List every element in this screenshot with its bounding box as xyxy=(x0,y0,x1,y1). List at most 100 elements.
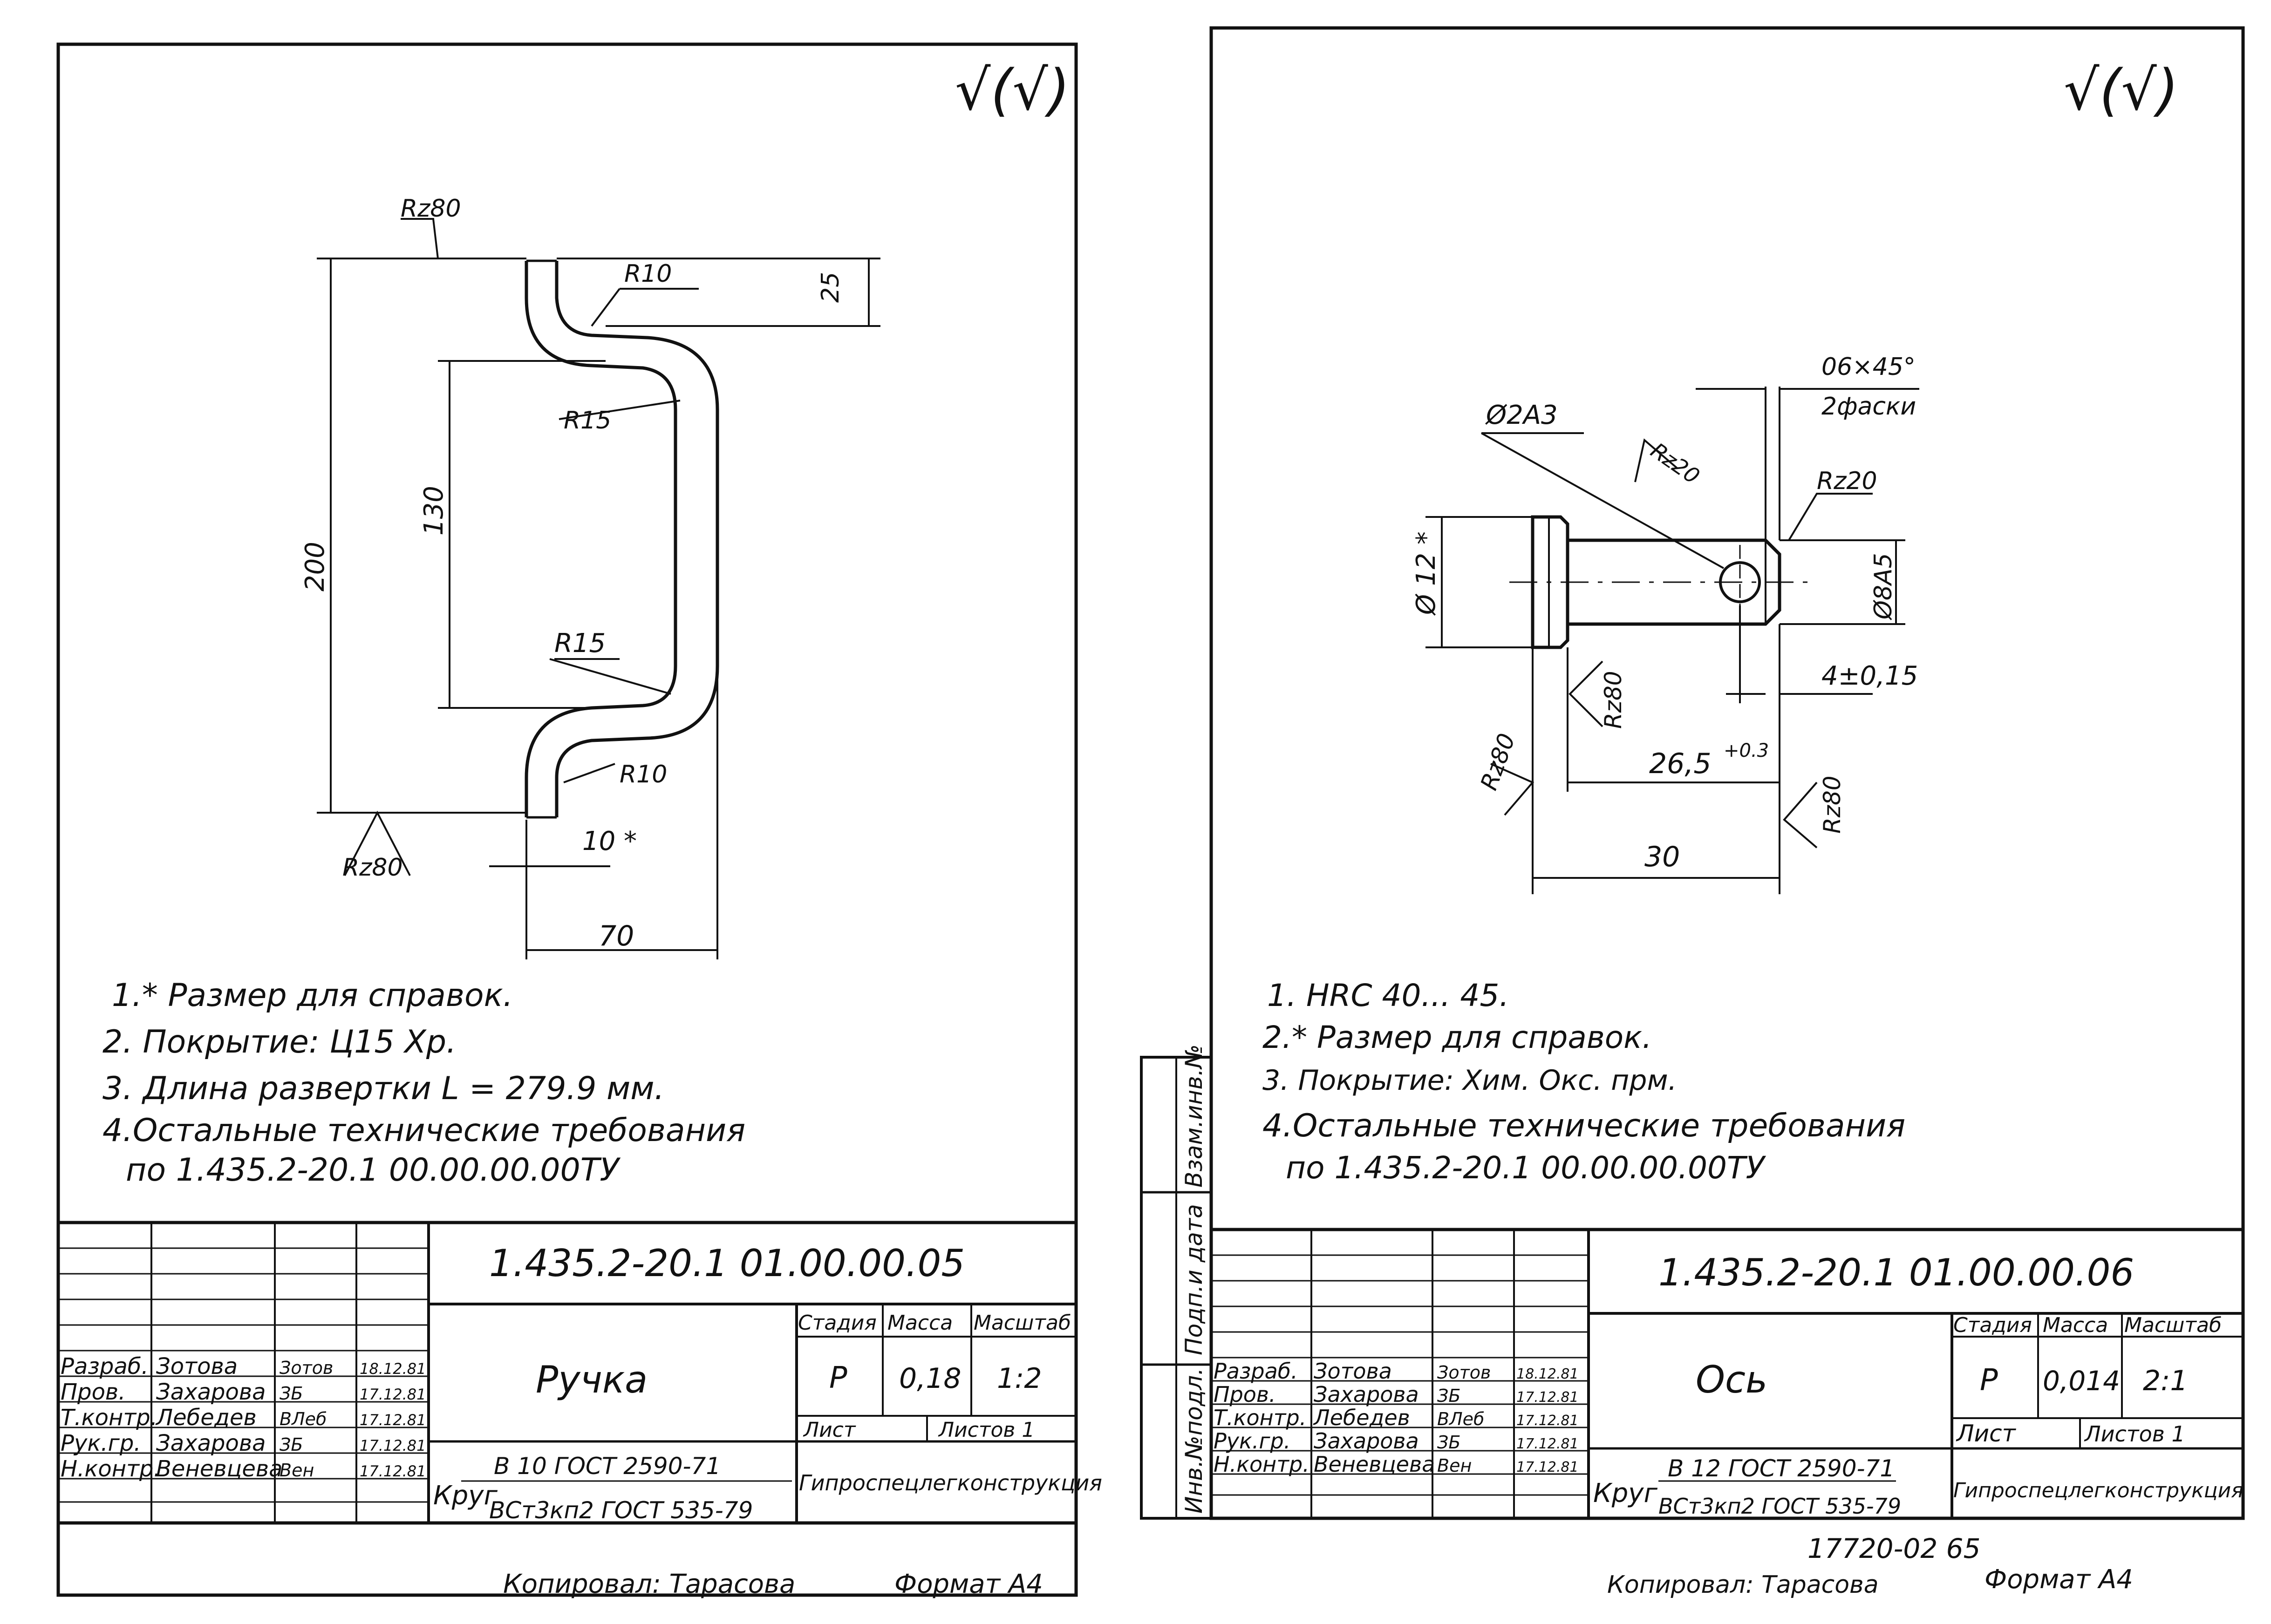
axle-dimensions xyxy=(1425,387,1919,894)
right-value-stage: Р xyxy=(1980,1363,1998,1398)
dim-r10-bottom: R10 xyxy=(620,761,667,788)
left-value-stage: Р xyxy=(829,1361,847,1395)
rz-top-mark xyxy=(401,218,439,259)
right-designation: 1.435.2-20.1 01.00.00.06 xyxy=(1658,1251,2134,1294)
right-role-5: Н.контр. xyxy=(1214,1452,1309,1477)
dim-d12: Ø 12 * xyxy=(1411,531,1441,616)
right-part-name: Ось xyxy=(1696,1358,1767,1401)
right-header-sheets: Листов 1 xyxy=(2084,1421,2185,1447)
left-value-mass: 0,18 xyxy=(899,1362,962,1395)
dim-rz-top: Rz80 xyxy=(401,195,461,223)
left-role-3: Т.контр. xyxy=(61,1405,157,1431)
right-sign-4: ЗБ xyxy=(1437,1432,1460,1453)
left-sign-3: ВЛеб xyxy=(280,1409,327,1429)
left-title-block xyxy=(56,1221,1078,1525)
leader-r10-bottom xyxy=(563,763,615,783)
right-header-sheet: Лист xyxy=(1956,1420,2017,1447)
left-part-name: Ручка xyxy=(536,1358,648,1401)
left-role-2: Пров. xyxy=(61,1379,125,1405)
leader-r15-bottom xyxy=(549,658,671,695)
left-sign-5: Вен xyxy=(280,1460,314,1481)
dim-26-5: 26,5 xyxy=(1649,747,1712,780)
right-sign-5: Вен xyxy=(1437,1455,1472,1476)
right-material-top: В 12 ГОСТ 2590-71 xyxy=(1668,1455,1895,1482)
right-role-1: Разраб. xyxy=(1214,1359,1298,1384)
left-roughness-symbol: √(√) xyxy=(955,58,1070,123)
left-name-2: Захарова xyxy=(156,1379,266,1405)
left-name-3: Лебедев xyxy=(155,1405,257,1431)
left-date-3: 17.12.81 xyxy=(360,1411,426,1429)
left-role-4: Рук.гр. xyxy=(61,1430,141,1456)
right-role-4: Рук.гр. xyxy=(1214,1428,1290,1454)
handle-part xyxy=(525,259,719,819)
right-note-3: 3. Покрытие: Хим. Окс. прм. xyxy=(1262,1064,1677,1097)
left-name-1: Зотова xyxy=(156,1353,238,1379)
dim-rz80-c: Rz80 xyxy=(1819,775,1846,834)
side-label-replaced-inv: Взам.инв.№ xyxy=(1180,1044,1207,1188)
right-value-mass: 0,014 xyxy=(2043,1365,2120,1397)
right-header-stage: Стадия xyxy=(1953,1313,2032,1337)
dim-rz20-leader: Rz20 xyxy=(1646,438,1705,489)
right-name-1: Зотова xyxy=(1314,1359,1392,1384)
left-date-1: 18.12.81 xyxy=(360,1360,426,1378)
left-note-4: 4.Остальные технические требования xyxy=(102,1112,745,1149)
left-name-4: Захарова xyxy=(156,1430,266,1456)
dim-r15-bottom: R15 xyxy=(554,628,606,659)
right-copied-by: Копировал: Тарасова xyxy=(1607,1571,1879,1599)
dim-d8: Ø8А5 xyxy=(1869,553,1897,620)
side-label-original-inv: Инв.№подл. xyxy=(1180,1368,1207,1514)
left-material-prefix: Круг xyxy=(433,1481,498,1511)
dim-rz-bottom: Rz80 xyxy=(342,854,403,882)
dim-chamfer-note: 2фаски xyxy=(1821,393,1916,421)
dim-10: 10 * xyxy=(582,826,637,856)
right-note-1: 1. HRC 40... 45. xyxy=(1267,978,1509,1013)
dim-4: 4±0,15 xyxy=(1821,661,1918,691)
right-note-5: по 1.435.2-20.1 00.00.00.00ТУ xyxy=(1286,1150,1766,1186)
right-date-3: 17.12.81 xyxy=(1516,1413,1579,1429)
right-title-block xyxy=(1209,1228,2245,1520)
handle-dimensions xyxy=(317,218,880,959)
left-copied-by: Копировал: Тарасова xyxy=(503,1569,795,1599)
rz-bottom-mark xyxy=(344,810,411,876)
left-format: Формат А4 xyxy=(894,1569,1043,1599)
left-role-1: Разраб. xyxy=(61,1353,149,1379)
left-people-rows: Разраб. Зотова Зотов 18.12.81 Пров. Заха… xyxy=(61,1353,426,1482)
dim-rz80-a: Rz80 xyxy=(1600,671,1627,729)
left-sign-4: ЗБ xyxy=(280,1434,303,1455)
dim-25: 25 xyxy=(817,272,845,303)
dim-rz20: Rz20 xyxy=(1817,467,1877,495)
dim-chamfer: 06×45° xyxy=(1821,353,1916,381)
right-sign-1: Зотов xyxy=(1437,1362,1491,1383)
right-roughness-symbol: √(√) xyxy=(2064,58,2179,123)
left-value-scale: 1:2 xyxy=(997,1362,1042,1395)
right-role-2: Пров. xyxy=(1214,1382,1276,1407)
right-material-prefix: Круг xyxy=(1593,1478,1657,1508)
left-note-1: 1.* Размер для справок. xyxy=(112,977,513,1014)
dim-200: 200 xyxy=(300,542,330,591)
dim-r15-top: R15 xyxy=(564,407,611,435)
left-designation: 1.435.2-20.1 01.00.00.05 xyxy=(489,1242,965,1285)
dim-130: 130 xyxy=(419,486,449,536)
left-note-3: 3. Длина развертки L = 279.9 мм. xyxy=(102,1070,664,1107)
handle-outer-contour xyxy=(525,261,677,817)
left-header-mass: Масса xyxy=(887,1311,953,1335)
right-header-mass: Масса xyxy=(2043,1313,2108,1337)
right-role-3: Т.контр. xyxy=(1214,1405,1306,1430)
left-sign-1: Зотов xyxy=(280,1358,333,1378)
right-people-rows: Разраб. Зотова Зотов 18.12.81 Пров. Заха… xyxy=(1214,1359,1579,1477)
leader-r10-top xyxy=(591,288,621,327)
left-frame xyxy=(56,42,1078,1597)
dim-hole: Ø2А3 xyxy=(1485,400,1558,430)
left-sheet: √(√) xyxy=(56,42,1102,1599)
left-note-2: 2. Покрытие: Ц15 Хр. xyxy=(102,1024,457,1060)
right-name-2: Захарова xyxy=(1314,1382,1419,1407)
right-sheet: √(√) Взам.инв.№ Подп.и дата Инв.№подл. xyxy=(1140,26,2245,1599)
dim-r10-top: R10 xyxy=(624,260,672,288)
archive-number: 17720-02 65 xyxy=(1807,1533,1980,1564)
left-header-scale: Масштаб xyxy=(974,1311,1071,1335)
left-name-5: Веневцева xyxy=(156,1456,283,1482)
right-date-1: 18.12.81 xyxy=(1516,1366,1579,1382)
right-date-4: 17.12.81 xyxy=(1516,1436,1579,1452)
right-date-2: 17.12.81 xyxy=(1516,1389,1579,1406)
dim-26-5-tolerance: +0.3 xyxy=(1724,740,1769,761)
